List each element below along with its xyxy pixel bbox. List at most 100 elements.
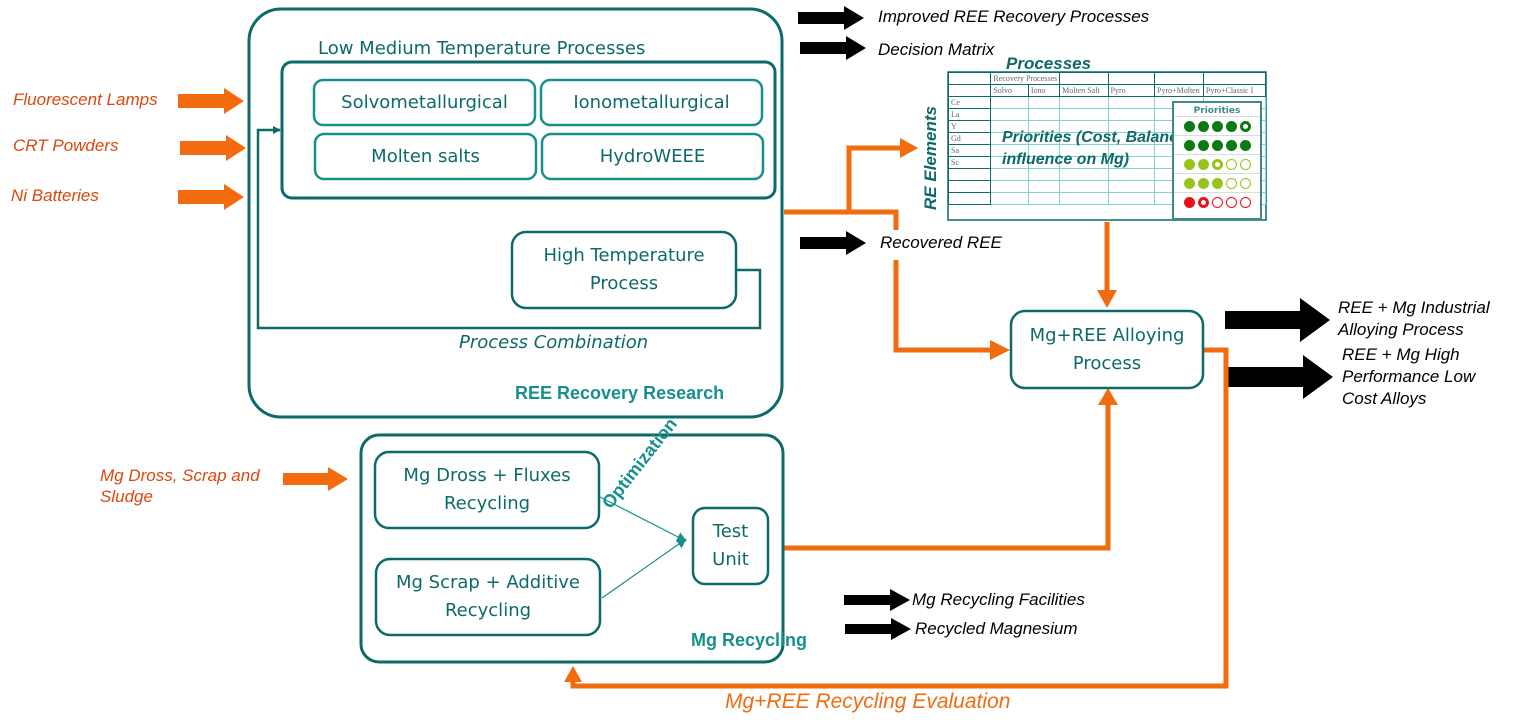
- matrix-header-cell: [1107, 72, 1156, 85]
- process-combination-label: Process Combination: [459, 332, 649, 353]
- output-high-performance-alloys: REE + Mg High Performance Low Cost Alloy…: [1342, 345, 1476, 408]
- matrix-header-cell: [1059, 72, 1109, 85]
- priority-dot-empty-icon: [1225, 159, 1237, 170]
- matrix-row-header: [947, 180, 992, 193]
- dross-to-test-arrow: [599, 496, 687, 542]
- priority-dot-filled-icon: [1183, 178, 1195, 189]
- scrap-to-test-arrow: [601, 538, 687, 599]
- matrix-cell: [1107, 108, 1156, 121]
- priority-dot-filled-icon: [1211, 140, 1223, 151]
- priority-dot-filled-icon: [1239, 140, 1251, 151]
- priority-row: [1174, 154, 1260, 173]
- solvo-box: [312, 78, 537, 127]
- molten-box: [313, 132, 538, 181]
- priorities-legend: Priorities: [1172, 101, 1262, 220]
- matrix-cell: [1027, 192, 1061, 205]
- input-arrows: [178, 88, 348, 491]
- priority-dot-filled-icon: [1183, 121, 1195, 132]
- output-decision-matrix: Decision Matrix: [878, 40, 995, 59]
- process-hydroweee: HydroWEEE: [599, 145, 706, 167]
- high-temp-process: High Temperature Process: [543, 245, 705, 294]
- priority-dot-empty-icon: [1225, 178, 1237, 189]
- priority-dot-ring-icon: [1197, 197, 1209, 208]
- priority-dot-ring-icon: [1211, 159, 1223, 170]
- matrix-column-header: Pyro+Classic I: [1202, 84, 1267, 97]
- matrix-cell: [1107, 96, 1156, 109]
- iono-box: [539, 78, 764, 127]
- output-arrows: [798, 6, 1333, 640]
- input-fluorescent-lamps: Fluorescent Lamps: [13, 90, 158, 109]
- priority-dot-empty-icon: [1225, 197, 1237, 208]
- priority-row: [1174, 116, 1260, 135]
- matrix-cell: [990, 192, 1029, 205]
- matrix-column-header: Iono: [1027, 84, 1061, 97]
- ree-research-title: REE Recovery Research: [515, 383, 725, 403]
- output-industrial-alloying: REE + Mg Industrial Alloying Process: [1338, 298, 1490, 339]
- matrix-header-cell: [1154, 72, 1204, 85]
- dross-box: [373, 450, 601, 530]
- matrix-priorities-overlay: Priorities (Cost, Balance, influence on …: [1002, 129, 1192, 168]
- matrix-row-header: Y: [947, 120, 992, 133]
- output-recycled-magnesium: Recycled Magnesium: [915, 619, 1078, 638]
- output-improved-processes: Improved REE Recovery Processes: [878, 7, 1150, 26]
- matrix-row-header: [947, 192, 992, 205]
- mg-recycling-box: [359, 433, 785, 664]
- combination-loop: [256, 126, 762, 330]
- output-mg-facilities: Mg Recycling Facilities: [912, 590, 1085, 609]
- priority-row: [1174, 135, 1260, 154]
- process-solvometallurgical: Solvometallurgical: [341, 91, 508, 113]
- priority-row: [1174, 192, 1260, 211]
- priority-dot-filled-icon: [1211, 178, 1223, 189]
- matrix-processes-title: Processes: [1006, 54, 1092, 73]
- matrix-cell: [990, 180, 1029, 193]
- test-unit-box: [691, 506, 770, 586]
- matrix-cell: [990, 108, 1029, 121]
- matrix-row-header: Sc: [947, 156, 992, 169]
- ree-research-box: [247, 7, 784, 419]
- priority-dot-filled-icon: [1183, 197, 1195, 208]
- orange-flows: [570, 145, 1229, 689]
- priority-dot-filled-icon: [1197, 121, 1209, 132]
- matrix-cell: [990, 96, 1029, 109]
- mg-recycling-title: Mg Recycling: [691, 630, 808, 650]
- priority-dot-filled-icon: [1197, 178, 1209, 189]
- priority-dot-filled-icon: [1197, 159, 1209, 170]
- matrix-column-header: Pyro+Molten: [1154, 84, 1204, 97]
- matrix-cell: [1027, 96, 1061, 109]
- scrap-additive-label: Mg Scrap + Additive Recycling: [395, 572, 581, 621]
- low-medium-box: [280, 60, 777, 200]
- input-ni-batteries: Ni Batteries: [11, 186, 99, 205]
- recycling-evaluation-label: Mg+REE Recycling Evaluation: [725, 690, 1011, 713]
- matrix-column-header: Solvo: [990, 84, 1029, 97]
- alloying-box: [1009, 309, 1205, 390]
- priority-dot-empty-icon: [1211, 197, 1223, 208]
- dross-fluxes-label: Mg Dross + Fluxes Recycling: [403, 465, 571, 514]
- matrix-cell: [1059, 180, 1109, 193]
- matrix-row-header: La: [947, 108, 992, 121]
- priority-dot-empty-icon: [1239, 159, 1251, 170]
- matrix-row-header: [947, 168, 992, 181]
- matrix-cell: [1107, 192, 1156, 205]
- matrix-cell: [1107, 180, 1156, 193]
- process-ionometallurgical: Ionometallurgical: [573, 91, 730, 113]
- hydroweee-box: [540, 132, 765, 181]
- scrap-box: [374, 557, 602, 637]
- matrix-elements-title: RE Elements: [921, 106, 940, 210]
- matrix-header-cell: Recovery Processes: [990, 72, 1061, 85]
- priority-dot-filled-icon: [1225, 121, 1237, 132]
- priority-row: [1174, 173, 1260, 192]
- process-molten-salts: Molten salts: [371, 145, 480, 167]
- matrix-row-header: Gd: [947, 132, 992, 145]
- priority-dot-filled-icon: [1183, 140, 1195, 151]
- priority-dot-filled-icon: [1183, 159, 1195, 170]
- orange-arrowheads: [564, 138, 1118, 682]
- alloying-process-label: Mg+REE Alloying Process: [1029, 324, 1185, 374]
- matrix-header-cell: [947, 72, 992, 85]
- priority-dot-filled-icon: [1225, 140, 1237, 151]
- matrix-column-header: Pyro: [1107, 84, 1156, 97]
- priorities-title: Priorities: [1193, 106, 1241, 116]
- priority-dot-filled-icon: [1197, 140, 1209, 151]
- matrix-corner-cell: [947, 84, 992, 97]
- priority-dot-filled-icon: [1211, 121, 1223, 132]
